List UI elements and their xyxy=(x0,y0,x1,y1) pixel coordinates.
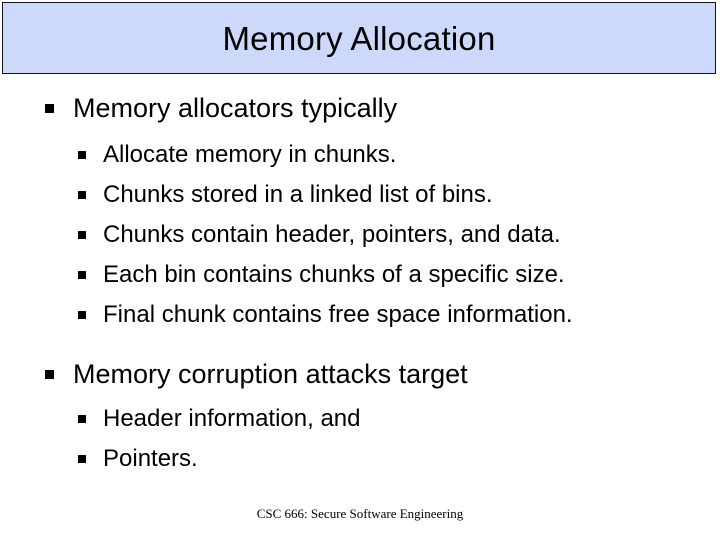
square-bullet-icon xyxy=(78,415,86,423)
bullet-level2-item: Chunks contain header, pointers, and dat… xyxy=(0,215,720,255)
bullet-level2-item: Pointers. xyxy=(0,439,720,479)
square-bullet-icon xyxy=(78,191,86,199)
bullet-level1-item: Memory corruption attacks target xyxy=(0,354,720,395)
slide-body: Memory allocators typically Allocate mem… xyxy=(0,88,720,479)
bullet-level2-label: Header information, and xyxy=(103,405,361,432)
bullet-level2-label: Each bin contains chunks of a specific s… xyxy=(103,261,565,288)
bullet-level1-label: Memory corruption attacks target xyxy=(73,359,468,389)
page-title: Memory Allocation xyxy=(222,19,496,57)
square-bullet-icon xyxy=(78,311,86,319)
square-bullet-icon xyxy=(45,370,54,379)
square-bullet-icon xyxy=(45,104,54,113)
bullet-level1-label: Memory allocators typically xyxy=(73,93,398,123)
bullet-level2-label: Allocate memory in chunks. xyxy=(103,141,397,168)
square-bullet-icon xyxy=(78,151,86,159)
bullet-level2-item: Final chunk contains free space informat… xyxy=(0,295,720,335)
bullet-level2-item: Allocate memory in chunks. xyxy=(0,135,720,175)
slide-footer: CSC 666: Secure Software Engineering xyxy=(256,506,464,521)
bullet-level2-label: Chunks contain header, pointers, and dat… xyxy=(103,221,561,248)
bullet-level2-label: Chunks stored in a linked list of bins. xyxy=(103,181,493,208)
bullet-group-1: Memory allocators typically Allocate mem… xyxy=(0,88,720,335)
bullet-group-2: Memory corruption attacks target Header … xyxy=(0,354,720,479)
square-bullet-icon xyxy=(78,231,86,239)
square-bullet-icon xyxy=(78,455,86,463)
square-bullet-icon xyxy=(78,271,86,279)
bullet-level2-item: Chunks stored in a linked list of bins. xyxy=(0,175,720,215)
bullet-level2-item: Each bin contains chunks of a specific s… xyxy=(0,255,720,295)
slide-title-bar: Memory Allocation xyxy=(2,2,716,74)
bullet-level1-item: Memory allocators typically xyxy=(0,88,720,129)
bullet-level2-item: Header information, and xyxy=(0,399,720,439)
bullet-level2-label: Final chunk contains free space informat… xyxy=(103,301,573,328)
spacer xyxy=(0,335,720,354)
bullet-level2-label: Pointers. xyxy=(103,445,198,472)
